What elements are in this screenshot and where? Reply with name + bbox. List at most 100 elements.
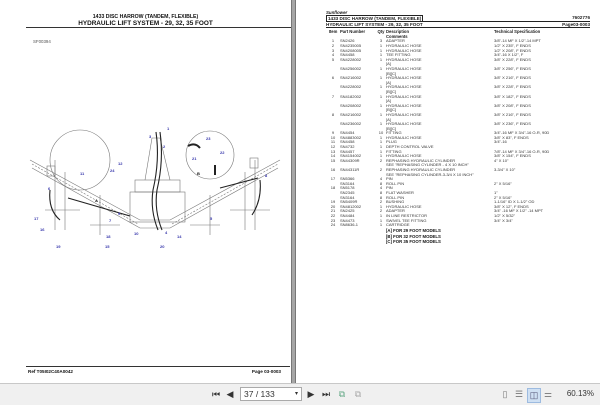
parts-subtitle: HYDRAULIC LIFT SYSTEM - 29, 32, 35 FOOT — [326, 22, 423, 28]
title-band: 1433 DISC HARROW (TANDEM, FLEXIBLE) 7602… — [326, 15, 590, 23]
cell-spec: 3/8" X 216", F ENDS — [494, 111, 531, 117]
table-row: [A] — [326, 99, 590, 104]
page-number-input[interactable]: 37 / 133 ▾ — [240, 387, 302, 401]
callout-6: 6 — [48, 186, 51, 191]
table-row: [B][C] — [326, 71, 590, 77]
cell-desc: [A] — [386, 79, 391, 85]
cell-qty: 1 — [379, 75, 383, 81]
table-row: SEE "REPHASING CYLINDER - 4 X 10 INCH" — [326, 163, 590, 168]
hydraulic-lift-diagram: 1 2 3 4 5 6 7 8 9 10 11 12 14 15 16 17 1… — [29, 126, 281, 249]
copy-page-icon: ⧉ — [338, 389, 346, 399]
last-page-button[interactable]: ⏭ — [320, 388, 332, 401]
cell-qty: 1 — [379, 217, 383, 223]
prev-page-button[interactable]: ◀ — [225, 388, 235, 401]
cell-part: SN4216002 — [340, 111, 362, 117]
callout-10: 10 — [134, 231, 139, 236]
copy-page-button[interactable]: ⧉ — [336, 388, 348, 401]
last-page-icon: ⏭ — [321, 389, 331, 399]
cell-desc: FITTING — [386, 130, 402, 136]
cell-part: SN4154002 — [340, 153, 362, 159]
left-page: 1433 DISC HARROW (TANDEM, FLEXIBLE) HYDR… — [0, 0, 291, 383]
callout-3: 3 — [149, 134, 152, 139]
model-note: [A] FOR 29 FOOT MODELS — [386, 227, 441, 233]
cell-part: SN5366 — [340, 176, 355, 182]
cell-desc: PIN — [386, 185, 393, 191]
cell-desc: REPHASING HYDRAULIC CYLINDER — [386, 157, 456, 163]
title-line-2: HYDRAULIC LIFT SYSTEM - 29, 32, 35 FOOT — [78, 20, 213, 27]
cell-desc: [B][C] — [386, 125, 397, 131]
cell-part: SN4216002 — [340, 75, 362, 81]
title-divider — [26, 27, 291, 28]
first-page-button[interactable]: ⏮ — [210, 388, 222, 401]
cell-item: 17 — [330, 176, 336, 182]
footer-ref: Ref T05I02C40A0042 — [28, 369, 73, 374]
callout-11: 11 — [80, 171, 85, 176]
cell-spec: 3/8" X 236", F ENDS — [494, 121, 531, 127]
cell-item: 20 — [330, 203, 336, 209]
table-row: [A] — [326, 79, 590, 86]
table-row: SEE "REPHASING CYLINDER-3-3/4 X 10 INCH" — [326, 171, 590, 178]
cell-qty: 1 — [379, 121, 383, 127]
doc-number: 7602776 — [572, 15, 590, 20]
next-page-icon: ▶ — [307, 389, 315, 399]
view-single-page[interactable]: ▯ — [499, 388, 511, 401]
chevron-down-icon[interactable]: ▾ — [294, 391, 298, 397]
cell-spec: 3/8"-14 MF X 1/2"-14 MPT — [494, 38, 541, 44]
view-continuous[interactable]: ☰ — [513, 388, 525, 401]
cell-desc: FLAT WASHER — [386, 190, 414, 195]
table-row: [B][C] — [326, 108, 590, 113]
cell-spec: 7/8"-14 MF X 3/4"-16 O-R, 90D — [494, 148, 550, 154]
cell-qty: 1 — [379, 102, 383, 108]
document-viewport[interactable]: 1433 DISC HARROW (TANDEM, FLEXIBLE) HYDR… — [0, 0, 600, 383]
table-row: [A] — [326, 62, 590, 67]
brand-name: Sunflower — [326, 10, 348, 15]
callout-21: 21 — [192, 156, 197, 161]
callout-12: 12 — [118, 161, 123, 166]
cell-part: SN4484 — [340, 212, 355, 218]
callout-2: 2 — [163, 144, 166, 149]
cell-part: SN3164 — [340, 194, 355, 200]
view-two-page[interactable]: ◫ — [527, 388, 541, 403]
next-page-button[interactable]: ▶ — [306, 388, 316, 401]
cell-item: 6 — [331, 75, 335, 81]
cell-qty: 1 — [379, 47, 383, 53]
cell-desc: SEE "REPHASING CYLINDER-3-3/4 X 10 INCH" — [386, 171, 474, 177]
cell-desc: PLUG — [386, 139, 397, 145]
cell-part: SN4457 — [340, 148, 355, 154]
cell-spec: 2" X 5/16" — [494, 180, 512, 186]
cell-desc: HYDRAULIC HOSE — [386, 93, 422, 99]
cell-desc: [B][C] — [386, 107, 397, 113]
paste-page-button[interactable]: ⧉ — [352, 388, 364, 401]
cell-spec: 3/8" X 83", F ENDS — [494, 134, 529, 140]
cell-qty: 10 — [378, 130, 384, 136]
cell-qty: 8 — [379, 194, 383, 200]
callout-5: 5 — [210, 216, 213, 221]
cell-qty: 1 — [379, 56, 383, 62]
cell-spec: 3/4" X 3/4" — [494, 217, 513, 223]
table-row: [A] — [326, 117, 590, 123]
cell-item: 14 — [330, 153, 336, 159]
cell-qty: 1 — [379, 203, 383, 209]
zoom-level[interactable]: 60.13% — [566, 389, 594, 398]
cell-qty: 1 — [379, 111, 383, 117]
cell-spec: 3/8" X 208", F ENDS — [494, 102, 531, 108]
cell-spec: 2" X 5/16" — [494, 194, 512, 200]
view-two-page-continuous[interactable]: ⚌ — [542, 388, 554, 401]
cell-qty: 4 — [379, 176, 383, 182]
cell-item: 23 — [330, 217, 336, 223]
cell-qty: 1 — [379, 52, 383, 58]
prev-page-icon: ◀ — [226, 389, 234, 399]
